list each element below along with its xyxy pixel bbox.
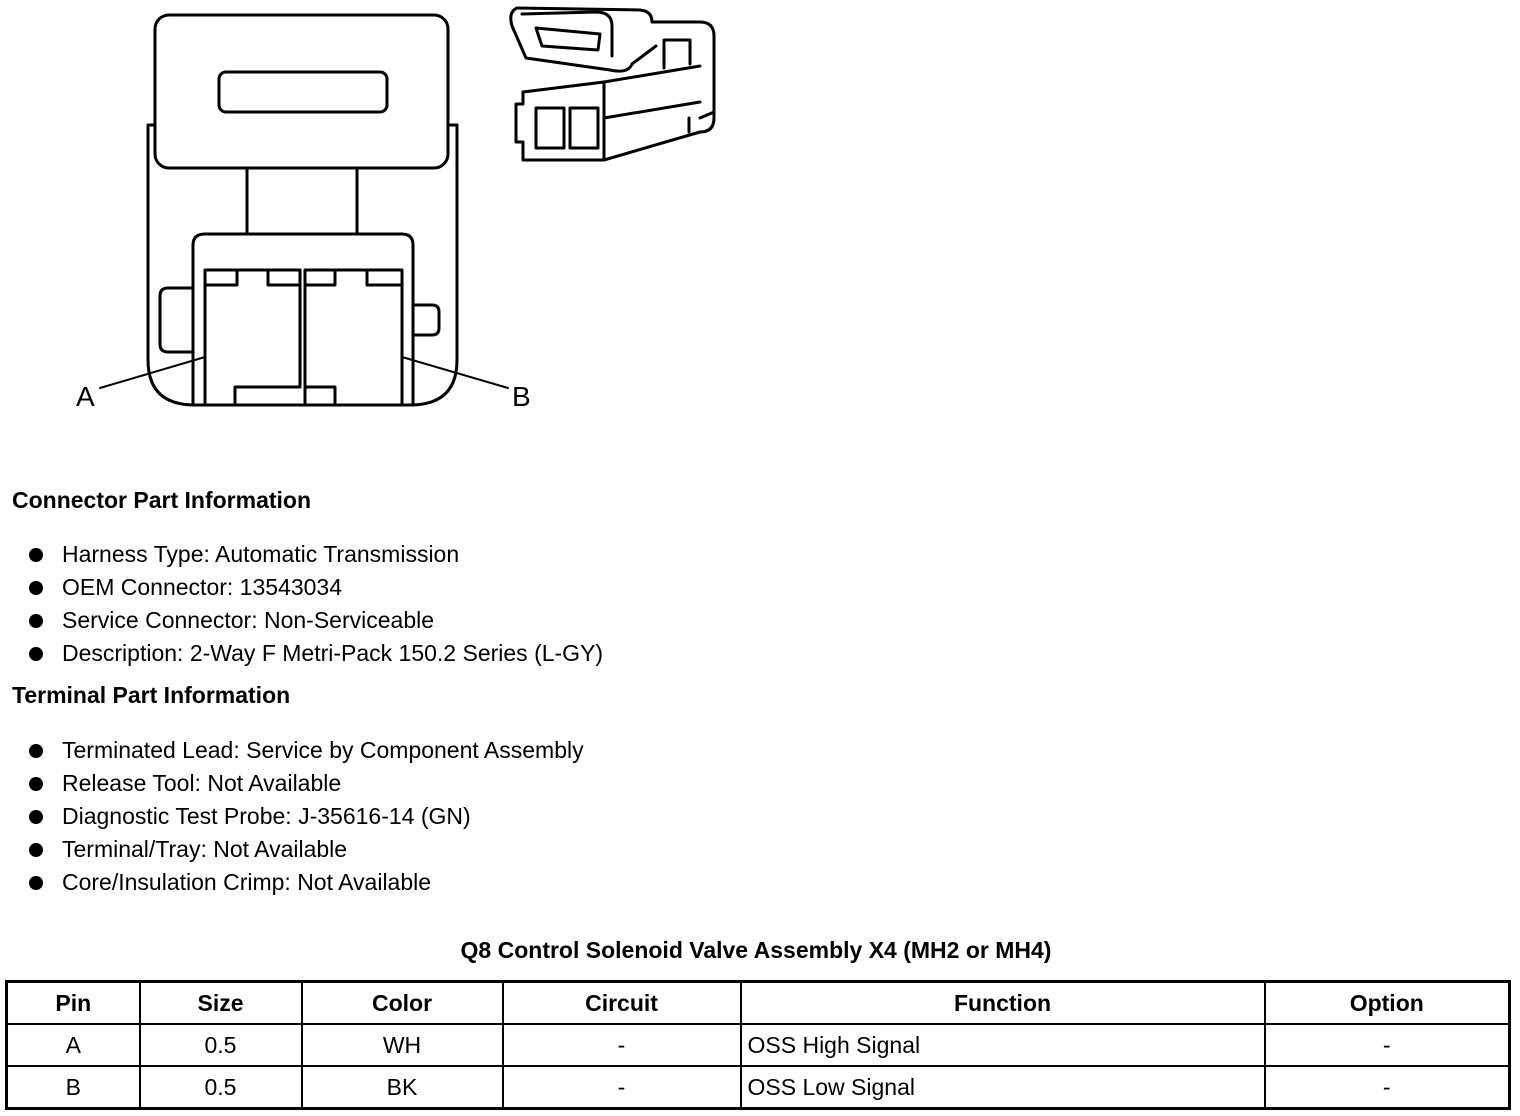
bullet-icon bbox=[29, 843, 43, 857]
bullet-icon bbox=[29, 777, 43, 791]
color-cell: BK bbox=[300, 1065, 504, 1110]
pin-label-b: B bbox=[512, 381, 531, 412]
circuit-cell: - bbox=[501, 1065, 742, 1110]
pin-table: Pin Size Color Circuit Function Option A… bbox=[5, 980, 1511, 1110]
color-cell: WH bbox=[300, 1023, 504, 1067]
bullet-icon bbox=[29, 810, 43, 824]
column-header-color: Color bbox=[300, 980, 504, 1025]
terminal-info-list: Terminated Lead: Service by Component As… bbox=[0, 734, 584, 899]
leader-line-a bbox=[99, 356, 206, 389]
mating-connector-sketch bbox=[509, 6, 716, 162]
connector-latch-slot bbox=[217, 70, 389, 114]
option-cell: - bbox=[1263, 1065, 1511, 1110]
table-row: B 0.5 BK - OSS Low Signal - bbox=[5, 1065, 1511, 1110]
bullet-icon bbox=[29, 548, 43, 562]
list-item: Service Connector: Non-Serviceable bbox=[0, 604, 603, 637]
list-item: Description: 2-Way F Metri-Pack 150.2 Se… bbox=[0, 637, 603, 670]
connector-face-diagram: A B bbox=[76, 6, 716, 412]
bullet-icon bbox=[29, 647, 43, 661]
connector-cap bbox=[153, 13, 450, 170]
column-header-size: Size bbox=[138, 980, 303, 1025]
size-cell: 0.5 bbox=[138, 1065, 303, 1110]
column-header-option: Option bbox=[1263, 980, 1511, 1025]
cavity-b bbox=[303, 268, 404, 407]
list-item: Release Tool: Not Available bbox=[0, 767, 584, 800]
option-cell: - bbox=[1263, 1023, 1511, 1067]
function-cell: OSS Low Signal bbox=[739, 1065, 1266, 1110]
bullet-icon bbox=[29, 876, 43, 890]
list-item: OEM Connector: 13543034 bbox=[0, 571, 603, 604]
pin-cell: B bbox=[5, 1065, 141, 1110]
size-cell: 0.5 bbox=[138, 1023, 303, 1067]
connector-body bbox=[191, 232, 415, 407]
bullet-icon bbox=[29, 744, 43, 758]
pin-table-caption: Q8 Control Solenoid Valve Assembly X4 (M… bbox=[460, 937, 1052, 963]
connector-info-list: Harness Type: Automatic Transmission OEM… bbox=[0, 538, 603, 670]
list-item: Terminal/Tray: Not Available bbox=[0, 833, 584, 866]
connector-info-title: Connector Part Information bbox=[12, 487, 312, 513]
table-header-row: Pin Size Color Circuit Function Option bbox=[5, 980, 1511, 1025]
table-row: A 0.5 WH - OSS High Signal - bbox=[5, 1023, 1511, 1067]
leader-line-b bbox=[401, 356, 509, 389]
column-header-circuit: Circuit bbox=[501, 980, 742, 1025]
list-item: Terminated Lead: Service by Component As… bbox=[0, 734, 584, 767]
pin-cell: A bbox=[5, 1023, 141, 1067]
list-item: Core/Insulation Crimp: Not Available bbox=[0, 866, 584, 899]
pin-label-a: A bbox=[76, 381, 95, 412]
terminal-info-title: Terminal Part Information bbox=[12, 682, 291, 708]
circuit-cell: - bbox=[501, 1023, 742, 1067]
function-cell: OSS High Signal bbox=[739, 1023, 1266, 1067]
connector-outer-wall bbox=[146, 123, 459, 407]
bullet-icon bbox=[29, 614, 43, 628]
list-item: Harness Type: Automatic Transmission bbox=[0, 538, 603, 571]
cavity-a bbox=[203, 268, 302, 407]
column-header-function: Function bbox=[739, 980, 1266, 1025]
list-item: Diagnostic Test Probe: J-35616-14 (GN) bbox=[0, 800, 584, 833]
bullet-icon bbox=[29, 581, 43, 595]
column-header-pin: Pin bbox=[5, 980, 141, 1025]
